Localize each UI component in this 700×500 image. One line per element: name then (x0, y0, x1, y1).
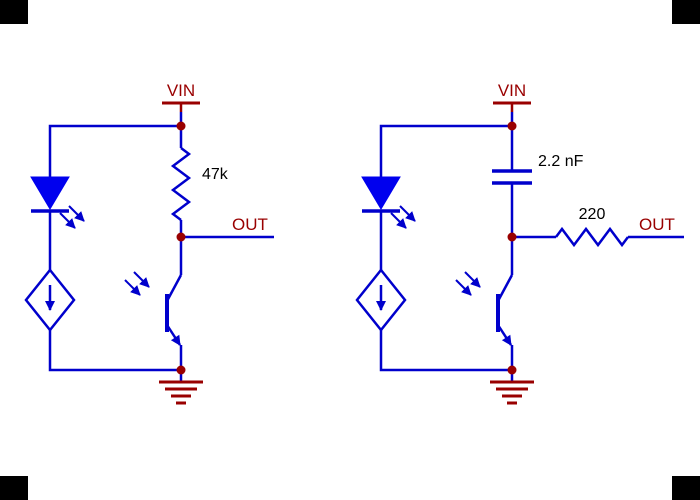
ground-icon (159, 380, 203, 405)
phototransistor-icon (124, 237, 183, 370)
light-arrow (133, 271, 150, 288)
collector-lead (496, 274, 514, 302)
light-arrow (124, 279, 141, 296)
corner-marker-bottom-right (672, 476, 700, 500)
vin-label: VIN (498, 81, 526, 100)
junction-dot (507, 365, 517, 375)
junction-dot (507, 232, 517, 242)
led-emission-arrows-icon (390, 205, 416, 229)
phototransistor-icon (455, 237, 514, 370)
led-triangle (30, 176, 70, 210)
incident-light-arrows-icon (124, 271, 150, 296)
emitter-lead (165, 324, 182, 346)
current-source-icon (24, 267, 76, 333)
wire (48, 330, 181, 372)
capacitor-icon (492, 169, 532, 185)
junction-dot (176, 232, 186, 242)
out-label: OUT (232, 215, 268, 234)
incident-light-arrows-icon (455, 271, 481, 296)
out-label: OUT (639, 215, 675, 234)
junction-dot (176, 365, 186, 375)
wire (48, 124, 181, 177)
vin-label: VIN (167, 81, 195, 100)
led-icon (30, 176, 85, 229)
wire (379, 124, 512, 177)
resistor-icon (555, 226, 629, 248)
corner-marker-bottom-left (0, 476, 28, 500)
emitter-lead (496, 324, 513, 346)
emission-arrow (399, 205, 416, 222)
capacitor-value-label: 2.2 nF (538, 153, 584, 170)
resistor-value-label: 220 (579, 206, 606, 223)
corner-marker-top-left (0, 0, 28, 24)
led-emission-arrows-icon (59, 205, 85, 229)
led-triangle (361, 176, 401, 210)
led-icon (361, 176, 416, 229)
corner-marker-top-right (672, 0, 700, 24)
junction-dot (507, 121, 517, 131)
left-circuit: VIN 47k OUT (24, 81, 274, 405)
light-arrow (464, 271, 481, 288)
ground-icon (490, 380, 534, 405)
collector-lead (165, 274, 183, 302)
right-circuit: VIN 2.2 nF (355, 81, 684, 405)
emission-arrow (59, 212, 76, 229)
light-arrow (455, 279, 472, 296)
current-source-icon (355, 267, 407, 333)
emission-arrow (68, 205, 85, 222)
junction-dot (176, 121, 186, 131)
resistor-icon (170, 147, 192, 221)
emission-arrow (390, 212, 407, 229)
wire (379, 330, 512, 372)
resistor-value-label: 47k (202, 166, 229, 183)
